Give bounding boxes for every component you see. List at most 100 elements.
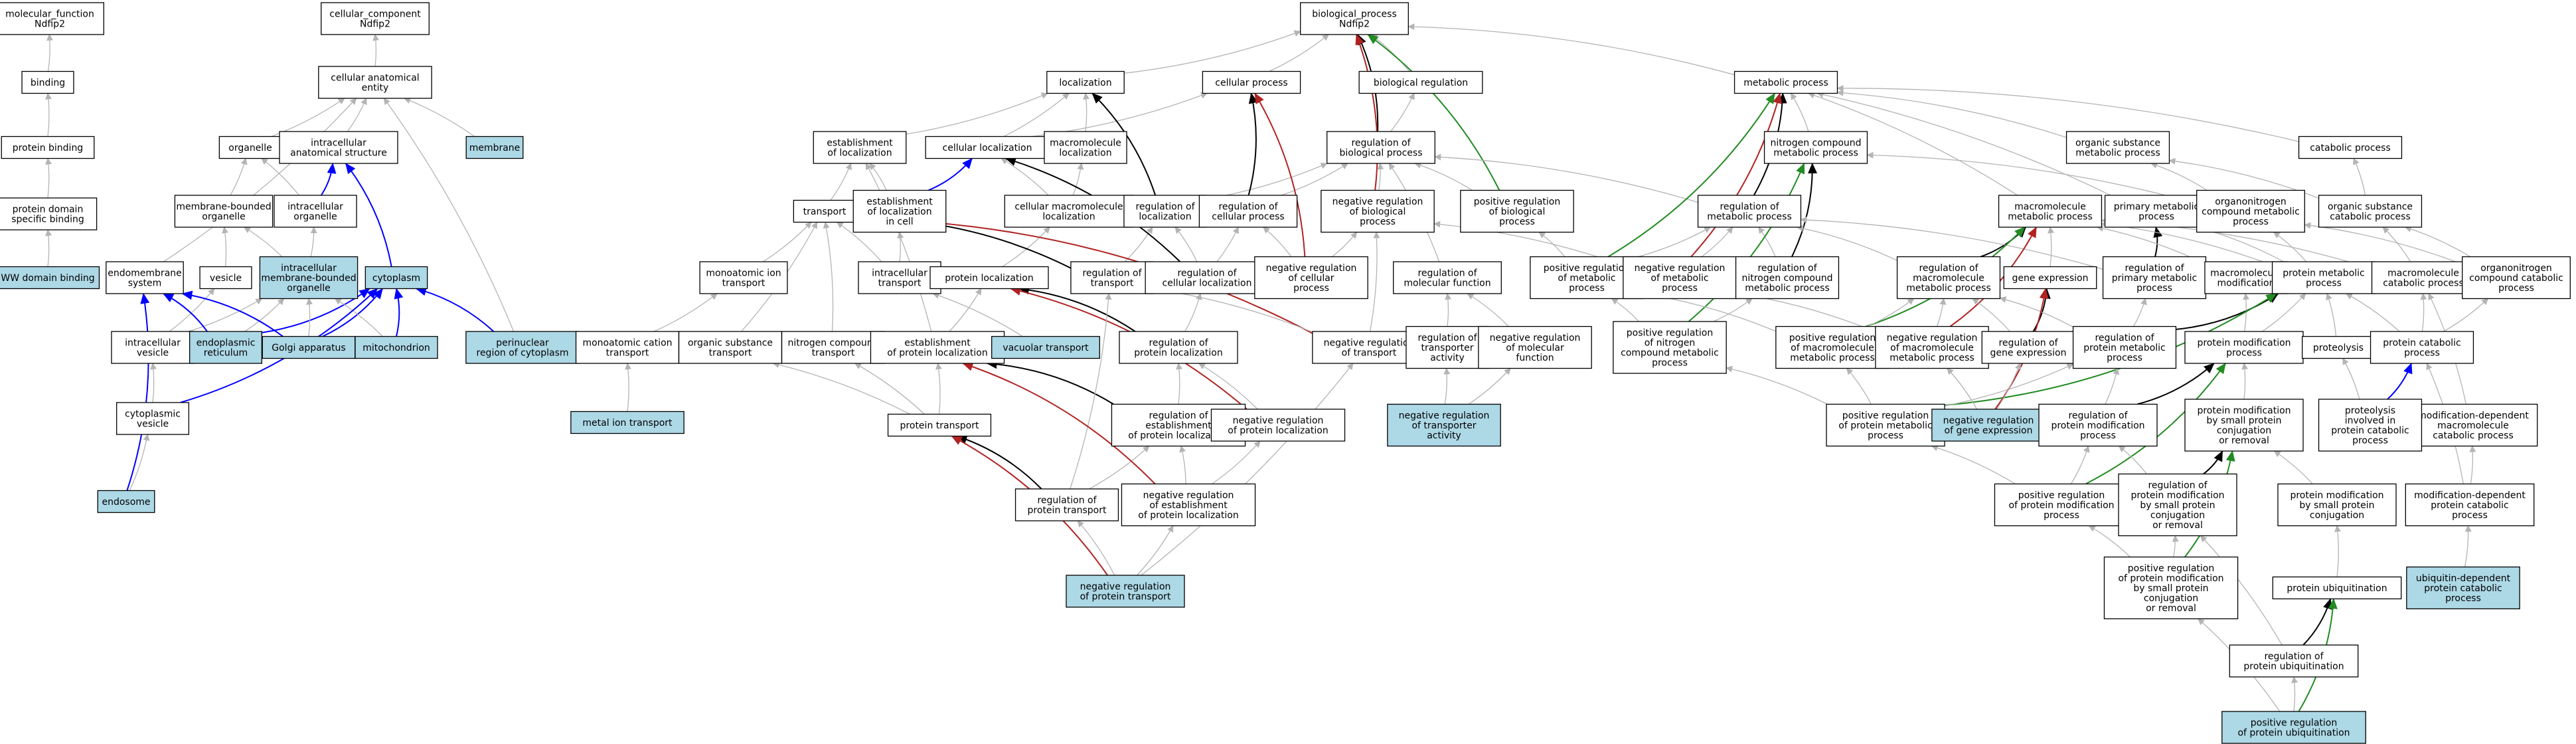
node-label-line: of transporter [1411, 420, 1476, 431]
edge-part_of [320, 163, 337, 196]
node-label-line: establishment [904, 338, 971, 349]
node-box [852, 189, 947, 233]
node-label-line: vesicle [137, 419, 169, 430]
node-box [106, 261, 184, 294]
edge-is_a [1947, 367, 1978, 410]
node-label-line: cellular localization [943, 143, 1032, 153]
node-box [1070, 261, 1154, 294]
edge-regulates [1980, 227, 2027, 258]
node-box [97, 490, 155, 513]
edge-is_a [1377, 163, 1384, 191]
node-label-line: protein transport [900, 420, 979, 431]
node-box [2277, 483, 2397, 527]
node-box [2118, 473, 2237, 537]
node-label-line: organelle [293, 212, 337, 223]
node-box [199, 266, 252, 290]
edge-regulates [1248, 92, 1258, 196]
node-label-line: Ndfip2 [1339, 19, 1370, 30]
node-label: catabolic process [2310, 143, 2391, 153]
node-box [2406, 566, 2520, 610]
edge-is_a [1390, 92, 1415, 132]
node-label-line: of protein modification [2118, 573, 2223, 584]
node-label-line: organelle [228, 143, 272, 153]
edge-is_a [1263, 227, 1292, 257]
edge-is_a [1124, 30, 1301, 74]
node-label-line: negative regulation [1324, 338, 1415, 349]
edge-regulates [1091, 92, 1157, 196]
node-box [1121, 483, 1256, 527]
edge-is_a [854, 363, 925, 415]
node-label-line: organelle [287, 283, 330, 294]
node-label-line: positive regulation [2251, 718, 2337, 729]
node-label-line: process [2233, 217, 2269, 227]
node-label-line: of localization [867, 207, 931, 217]
node-box [1460, 189, 1574, 233]
node-box [1004, 195, 1134, 228]
edge-is_a [762, 221, 812, 262]
edge-is_a [2342, 357, 2360, 400]
node-label-line: transport [606, 348, 649, 359]
node-label-line: involved in [2345, 416, 2396, 426]
node-box [1875, 326, 1989, 369]
node-label-line: transport [812, 348, 855, 359]
node-box [2221, 711, 2366, 744]
edge-is_a [1867, 298, 1915, 327]
node-box [174, 195, 274, 228]
node-label-line: of metabolic [1650, 273, 1708, 284]
node-label-line: system [128, 278, 162, 289]
node-box [2408, 403, 2538, 447]
edge-is_a [45, 157, 52, 199]
node-box [1393, 261, 1502, 294]
node-label-line: cellular localization [1163, 278, 1252, 289]
node-metaliontrans: metal ion transport [570, 411, 684, 434]
edge-is_a [1179, 445, 1186, 484]
node-label-line: organelle [202, 212, 245, 223]
node-box [929, 266, 1049, 290]
node-label-line: protein modification [2131, 490, 2224, 501]
node-label-line: positive regulation [1842, 411, 1929, 421]
edge-is_a [230, 157, 248, 196]
node-label: vacuolar transport [1003, 343, 1089, 353]
node-box [0, 197, 98, 231]
node-label-line: of macromolecule [1791, 343, 1874, 353]
node-box [1478, 326, 1592, 369]
node-label-line: endosome [102, 497, 150, 508]
node-label-line: nitrogen compound [1741, 273, 1832, 284]
node-label-line: process [2136, 283, 2172, 294]
edge-neg [1355, 34, 1378, 191]
edge-part_of [415, 286, 495, 332]
node-box [1066, 575, 1185, 608]
node-label-line: biological regulation [1374, 78, 1468, 88]
node-label-line: metabolic process [1743, 78, 1828, 88]
node-label-line: of localization [827, 148, 892, 159]
edge-is_a [404, 97, 475, 138]
